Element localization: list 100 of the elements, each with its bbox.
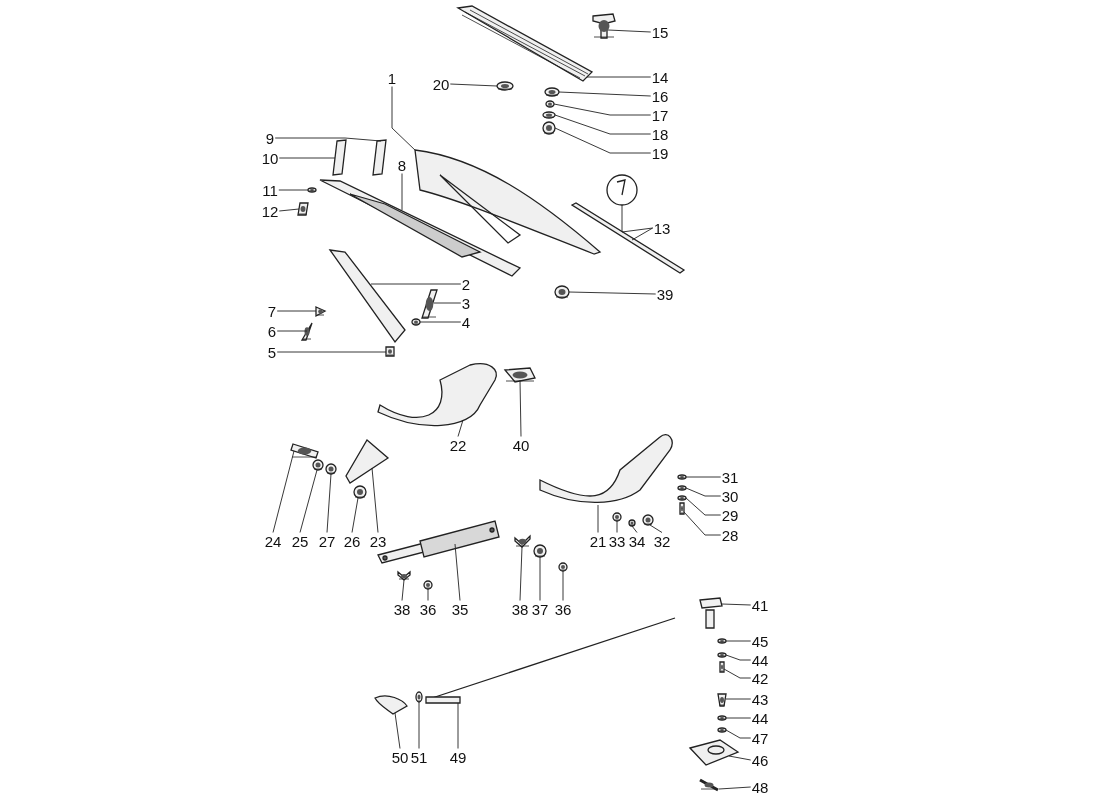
callout-number: 26 [343, 533, 361, 549]
cable-drawing [425, 617, 676, 704]
callout-number: 3 [461, 295, 471, 311]
leader-line [539, 556, 541, 601]
panel-drawing [328, 249, 406, 344]
leader-line [683, 511, 722, 536]
washer-drawing [411, 318, 421, 326]
leader-line [457, 419, 464, 437]
bolt-drawing [719, 661, 725, 673]
callout-number: 24 [264, 533, 282, 549]
pin-drawing [642, 514, 654, 526]
latch-drawing [699, 597, 723, 629]
callout-number: 23 [369, 533, 387, 549]
nut-drawing [385, 346, 395, 357]
leader-line [562, 570, 564, 601]
leader-line [326, 473, 332, 533]
washer-drawing [677, 495, 687, 501]
callout-number: 32 [653, 533, 671, 549]
callout-number: 49 [449, 749, 467, 765]
callout-number: 21 [589, 533, 607, 549]
leader-line [723, 668, 752, 679]
clip-drawing [397, 570, 411, 581]
callout-number: 28 [721, 527, 739, 543]
leader-line [519, 379, 522, 437]
callout-number: 22 [449, 437, 467, 453]
leader-line [351, 497, 359, 533]
bracket-drawing [503, 367, 536, 383]
sleeve-drawing [372, 139, 387, 176]
washer-drawing [717, 652, 727, 658]
callout-number: 35 [451, 601, 469, 617]
hinge-drawing [377, 363, 497, 427]
sleeve-drawing [332, 139, 347, 176]
leader-line [391, 86, 417, 152]
leader-line [568, 291, 657, 295]
callout-number: 29 [721, 507, 739, 523]
leader-line [725, 640, 752, 642]
nut-drawing [612, 512, 622, 522]
washer-drawing [677, 485, 687, 491]
leader-line [631, 525, 638, 533]
leader-line [725, 698, 752, 700]
leader-line [276, 310, 317, 312]
callout-number: 17 [651, 107, 669, 123]
leader-line [725, 729, 752, 739]
callout-number: 41 [751, 597, 769, 613]
plug-drawing [496, 81, 514, 91]
leader-line [621, 204, 654, 233]
leader-line [454, 543, 461, 601]
bolt-drawing [421, 289, 438, 319]
callout-number: 51 [410, 749, 428, 765]
callout-number: 37 [531, 601, 549, 617]
bushing-drawing [533, 544, 547, 558]
callout-number: 16 [651, 88, 669, 104]
bolt-drawing [717, 693, 727, 707]
callout-number: 7 [267, 303, 277, 319]
clip-drawing [315, 306, 327, 318]
detail-circle-drawing [606, 174, 638, 206]
trim-strip-drawing [570, 202, 686, 274]
callout-number: 6 [267, 323, 277, 339]
nut-drawing [353, 485, 367, 499]
callout-number: 38 [511, 601, 529, 617]
callout-number: 33 [608, 533, 626, 549]
leader-line [553, 103, 652, 116]
callout-number: 38 [393, 601, 411, 617]
spring-drawing [699, 778, 719, 792]
leader-line [394, 712, 401, 749]
callout-number: 5 [267, 344, 277, 360]
callout-number: 14 [651, 69, 669, 85]
leader-line [401, 579, 405, 601]
leader-line [299, 469, 318, 533]
callout-number: 46 [751, 752, 769, 768]
screw-drawing [297, 202, 309, 216]
callout-number: 43 [751, 691, 769, 707]
leader-line [685, 476, 722, 478]
leader-line [433, 302, 462, 304]
callout-number: 44 [751, 710, 769, 726]
callout-number: 20 [432, 76, 450, 92]
leader-line [272, 450, 295, 533]
callout-number: 39 [656, 286, 674, 302]
plate-drawing [345, 439, 390, 484]
leader-line [554, 114, 652, 135]
callout-number: 45 [751, 633, 769, 649]
washer-drawing [415, 691, 423, 703]
callout-number: 19 [651, 145, 669, 161]
callout-number: 12 [261, 203, 279, 219]
callout-number: 42 [751, 670, 769, 686]
washer-drawing [717, 727, 727, 733]
leader-line [427, 588, 429, 601]
callout-number: 27 [318, 533, 336, 549]
leader-line [276, 330, 308, 332]
callout-number: 44 [751, 652, 769, 668]
callout-number: 13 [653, 220, 671, 236]
callout-number: 2 [461, 276, 471, 292]
leader-line [631, 227, 654, 241]
leader-line [554, 127, 652, 154]
leader-line [597, 504, 599, 533]
washer-drawing [325, 463, 337, 475]
callout-number: 50 [391, 749, 409, 765]
leader-line [274, 137, 382, 142]
leader-line [419, 321, 462, 323]
callout-number: 18 [651, 126, 669, 142]
